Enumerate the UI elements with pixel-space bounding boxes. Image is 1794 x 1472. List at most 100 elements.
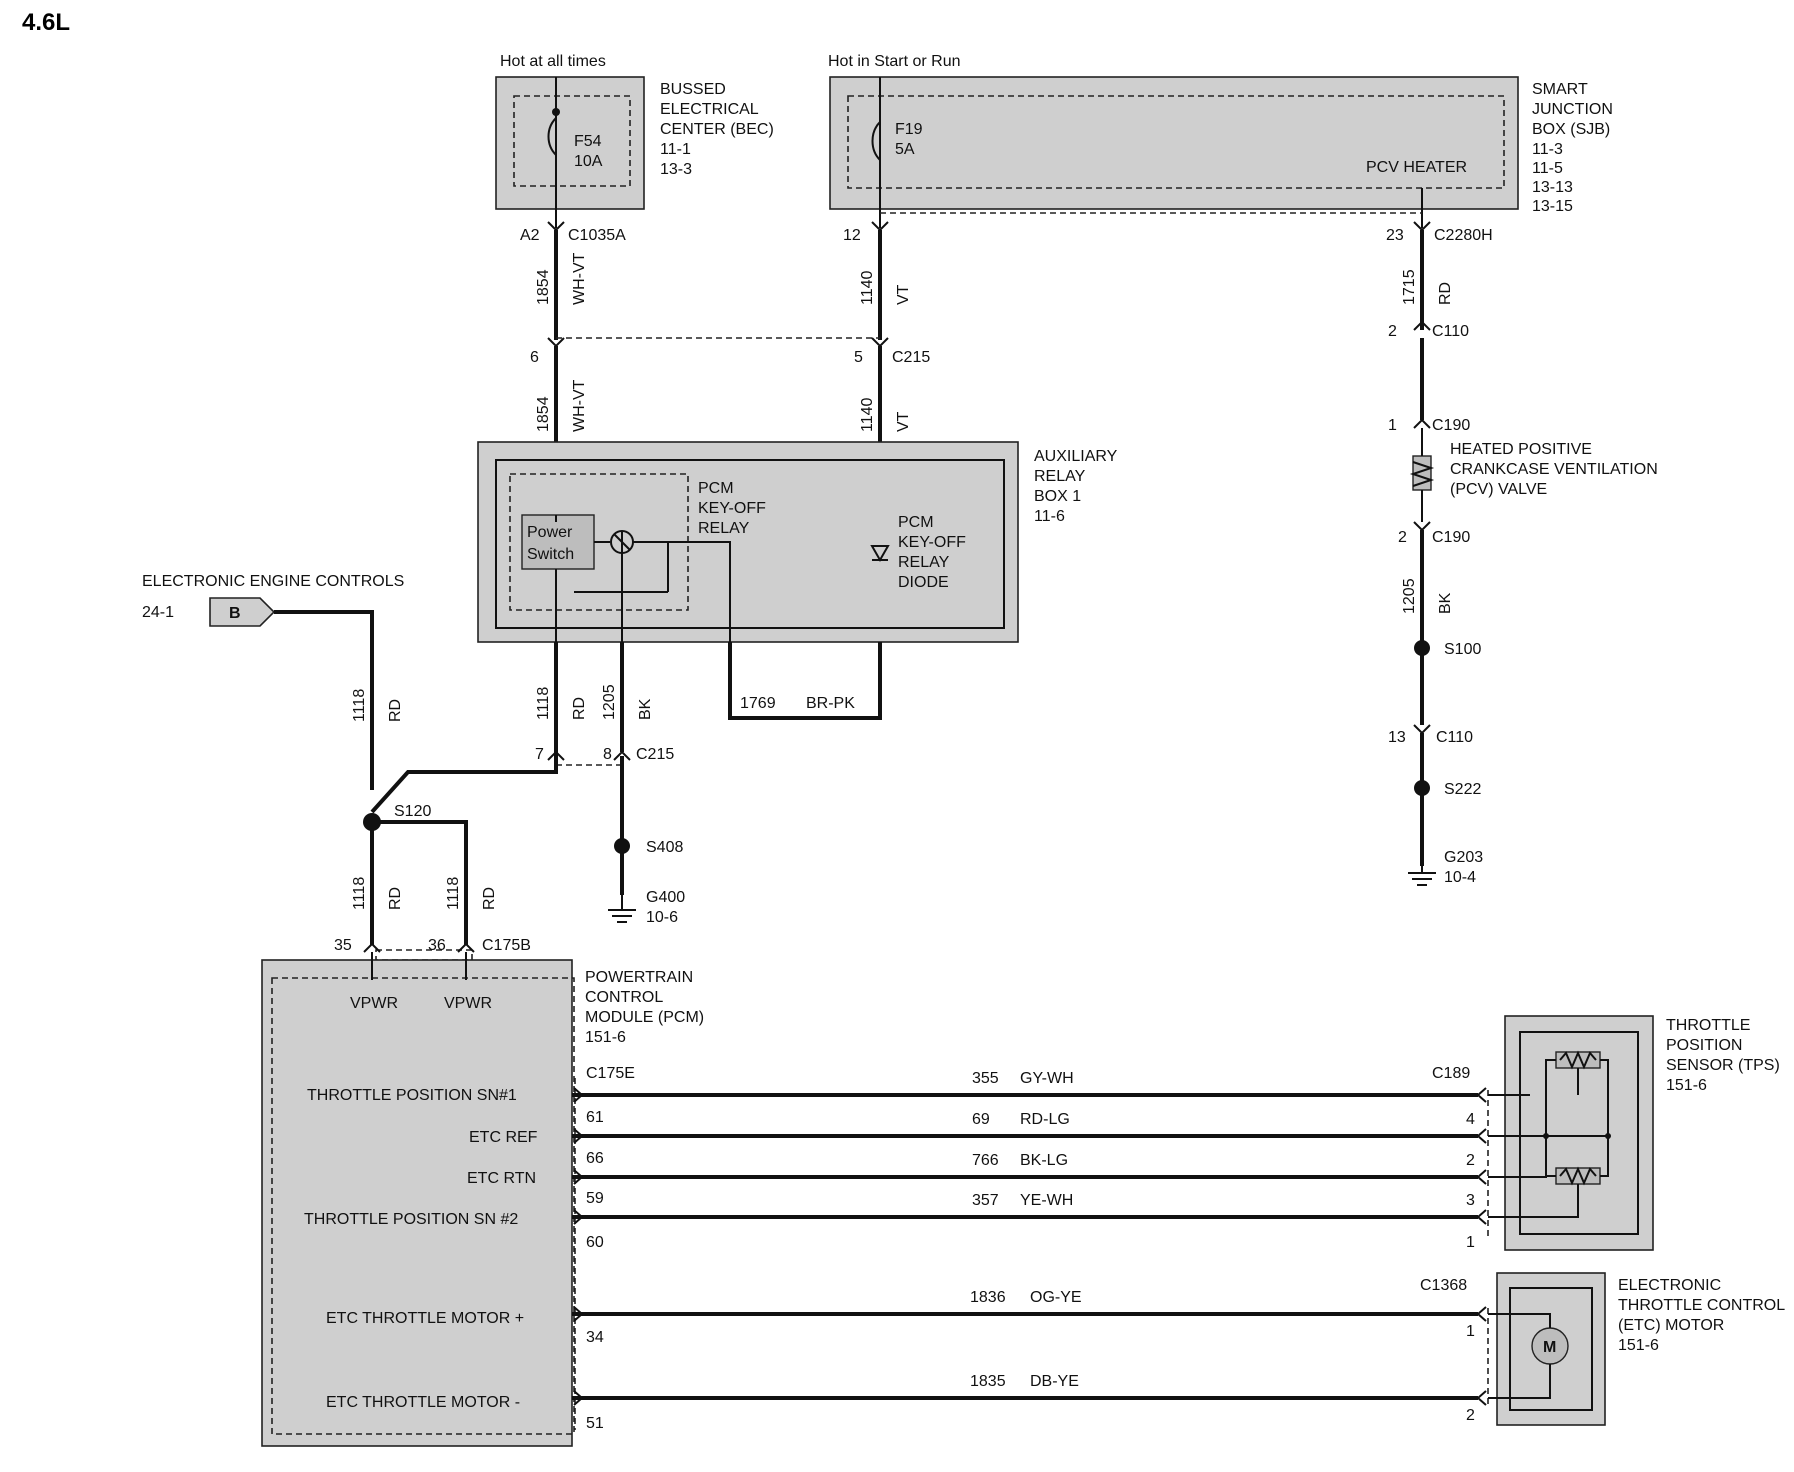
pcm-signal-motor-minus: ETC THROTTLE MOTOR - (326, 1394, 520, 1411)
c190-top-pin: 1 (1388, 417, 1397, 434)
harness-color-766: BK-LG (1020, 1152, 1068, 1169)
c190-bottom-pin: 2 (1398, 529, 1407, 546)
pcm-pin-60: 60 (586, 1234, 604, 1251)
component-connector-symbols (1476, 1087, 1487, 1406)
pcm-name-line: MODULE (PCM) (585, 1009, 704, 1026)
ground-g203-label: G203 (1444, 849, 1483, 866)
tps-pin-4: 4 (1466, 1111, 1475, 1128)
tps-ref-lead-2 (1600, 1136, 1609, 1177)
eec-tag-icon (209, 597, 276, 627)
etc-name-line: ELECTRONIC (1618, 1277, 1721, 1294)
pcv-name-line: HEATED POSITIVE (1450, 441, 1592, 458)
pcm-internal-outline (271, 977, 575, 1435)
ground-g400-ref: 10-6 (646, 909, 678, 926)
wire-1118-to-s120 (370, 752, 558, 814)
aux-relay-box (477, 441, 1019, 643)
wire-1205-circuit-relay: 1205 (601, 684, 618, 720)
pcm-signal-motor-plus: ETC THROTTLE MOTOR + (326, 1310, 524, 1327)
aux-relay-name-line: 11-6 (1034, 508, 1065, 525)
power-switch-line: Power (527, 524, 573, 541)
eec-label: ELECTRONIC ENGINE CONTROLS (142, 573, 404, 590)
bec-internal-outline (513, 95, 631, 187)
ground-g400-icon (608, 909, 636, 923)
splice-s100 (1414, 640, 1430, 656)
power-switch-box (521, 514, 595, 570)
etc-name-line: THROTTLE CONTROL (1618, 1297, 1785, 1314)
bec-name-line: 11-1 (660, 141, 691, 158)
pcm-c175b: C175B (482, 937, 531, 954)
etc-name-line: 151-6 (1618, 1337, 1659, 1354)
tps-pin-2: 2 (1466, 1152, 1475, 1169)
splice-s408 (614, 838, 630, 854)
c190-top-symbol (1413, 418, 1431, 429)
harness-color-69: RD-LG (1020, 1111, 1070, 1128)
bec-box (495, 76, 645, 210)
c215-lower-name: C215 (636, 746, 674, 763)
fuse-f19-symbol (871, 121, 881, 161)
sjb-name-line: BOX (SJB) (1532, 121, 1610, 138)
tps-name-line: THROTTLE (1666, 1017, 1750, 1034)
etc-motor-minus-lead (1488, 1364, 1551, 1399)
sjb-pin-left: 12 (843, 227, 861, 244)
sjb-fuse-name: F19 (895, 121, 923, 138)
wire-1854-circuit: 1854 (535, 269, 552, 305)
sjb-name-block: SMART JUNCTION BOX (SJB) 11-3 11-5 13-13… (1532, 81, 1613, 215)
tps-rtn-junction (1543, 1133, 1549, 1139)
etc-motor-plus-lead (1488, 1313, 1551, 1328)
sjb-name-line: JUNCTION (1532, 101, 1613, 118)
engine-title: 4.6L (22, 9, 70, 36)
sjb-internal-outline (847, 95, 1505, 189)
bec-connector: C1035A (568, 227, 626, 244)
aux-relay-name-line: RELAY (1034, 468, 1086, 485)
wire-1140-color: VT (895, 284, 912, 305)
diode-name-line: KEY-OFF (898, 534, 966, 551)
pcm-pin-59: 59 (586, 1190, 604, 1207)
c110-bottom-symbol (1413, 724, 1431, 735)
wire-1118-eec (274, 610, 374, 790)
pcm-name-block: POWERTRAIN CONTROL MODULE (PCM) 151-6 (585, 969, 704, 1046)
pcm-pin-36: 36 (428, 937, 446, 954)
wire-1140-circuit: 1140 (859, 270, 876, 305)
c190-top-label: C190 (1432, 417, 1470, 434)
wire-1769-loop (728, 642, 882, 720)
sjb-fuse-rating: 5A (895, 141, 915, 158)
aux-relay-inner-outline (495, 459, 1005, 629)
c110-bottom-pin: 13 (1388, 729, 1406, 746)
wire-1118-color-35: RD (387, 887, 404, 910)
tps-name-line: 151-6 (1666, 1077, 1707, 1094)
pcm-name-line: 151-6 (585, 1029, 626, 1046)
wire-1205-color-relay: BK (637, 698, 654, 720)
eec-tag: B (229, 605, 241, 622)
harness-color-357: YE-WH (1020, 1192, 1073, 1209)
tps-name-block: THROTTLE POSITION SENSOR (TPS) 151-6 (1666, 1017, 1780, 1094)
pcm-pin-51: 51 (586, 1415, 604, 1432)
pcm-signal-etc-ref: ETC REF (469, 1129, 538, 1146)
power-switch-line: Switch (527, 546, 574, 563)
c175b-pin35-symbol (363, 942, 381, 953)
splice-s408-label: S408 (646, 839, 683, 856)
sjb-name-line: 11-5 (1532, 160, 1563, 177)
wire-1118-color-36: RD (481, 887, 498, 910)
wire-1205-circuit-pcv: 1205 (1401, 578, 1418, 614)
wire-1769-circuit: 1769 (740, 695, 776, 712)
etc-name-block: ELECTRONIC THROTTLE CONTROL (ETC) MOTOR … (1618, 1277, 1785, 1354)
pcm-name-line: CONTROL (585, 989, 663, 1006)
tps-ref-junction (1605, 1133, 1611, 1139)
tps-wiper-1-lead (1488, 1068, 1579, 1096)
wire-1118-color-eec: RD (387, 699, 404, 722)
wire-1118-circuit-36: 1118 (445, 877, 462, 910)
tps-pin-3: 3 (1466, 1192, 1475, 1209)
wire-1140-circuit-lower: 1140 (859, 397, 876, 432)
wire-1140-color-lower: VT (895, 411, 912, 432)
sjb-box (829, 76, 1519, 210)
wire-1715-circuit: 1715 (1401, 269, 1418, 305)
sjb-feed-label: Hot in Start or Run (828, 53, 961, 70)
sjb-pcv-heater-label: PCV HEATER (1366, 159, 1467, 176)
splice-s222 (1414, 780, 1430, 796)
c110-top-label: C110 (1432, 323, 1469, 340)
wire-1854-color-lower: WH-VT (571, 379, 588, 432)
bec-name-line: CENTER (BEC) (660, 121, 774, 138)
harness-color-1836: OG-YE (1030, 1289, 1082, 1306)
wire-1118-circuit-35: 1118 (351, 877, 368, 910)
